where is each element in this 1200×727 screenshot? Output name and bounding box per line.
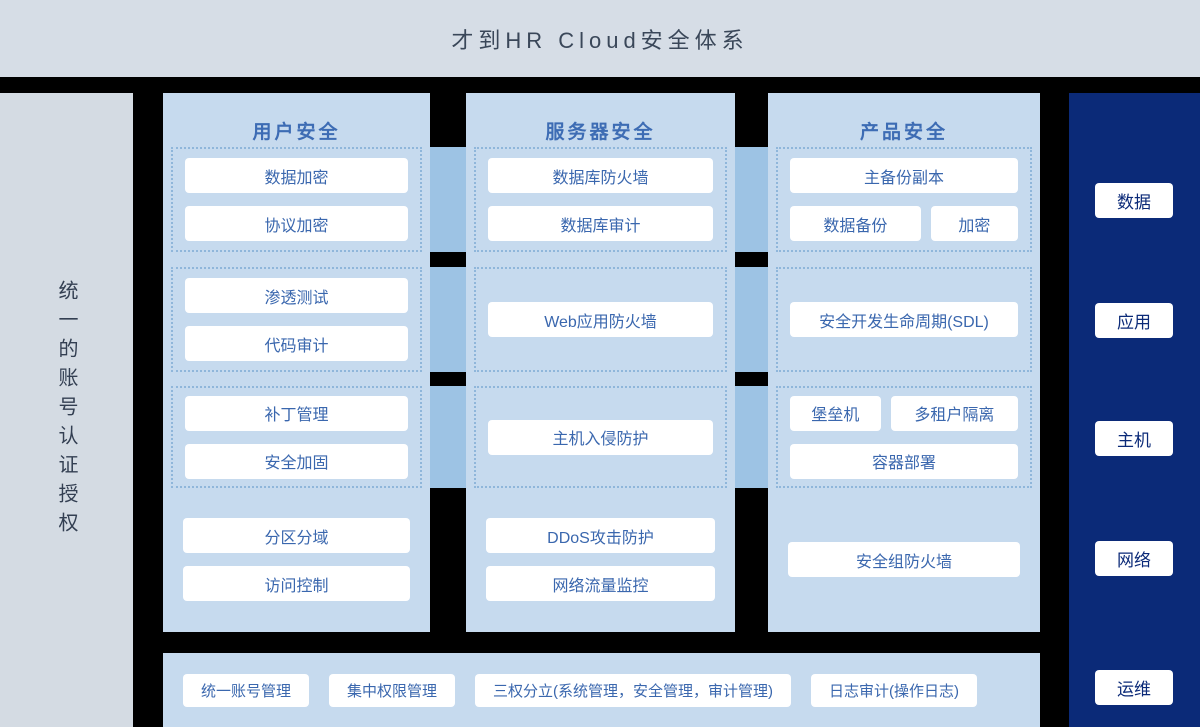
- governance-chip: 统一账号管理: [183, 673, 310, 707]
- item-chip: 数据备份: [790, 206, 921, 241]
- item-chip: 分区分域: [183, 518, 410, 553]
- item-row: 渗透测试: [185, 278, 408, 313]
- item-chip: Web应用防火墙: [488, 302, 713, 337]
- bottom-bar-governance: 统一账号管理集中权限管理三权分立(系统管理，安全管理，审计管理) 日志审计(操作日…: [163, 653, 1040, 727]
- item-row: DDoS攻击防护: [486, 518, 715, 553]
- connector-bar: [735, 386, 768, 488]
- item-row: 数据库审计: [488, 206, 713, 241]
- item-row: Web应用防火墙: [488, 302, 713, 337]
- connector-bar: [430, 386, 466, 488]
- item-row: 安全组防火墙: [788, 542, 1020, 577]
- page-title: 才到HR Cloud安全体系: [451, 27, 749, 53]
- item-chip: 渗透测试: [185, 278, 408, 313]
- item-group: 渗透测试代码审计: [171, 267, 422, 372]
- item-row: 访问控制: [183, 566, 410, 601]
- column-product-security: 产品安全 主备份副本数据备份加密安全开发生命周期(SDL)堡垒机多租户隔离容器部…: [768, 93, 1040, 632]
- layer-chip: 数据: [1095, 183, 1173, 218]
- item-row: 主备份副本: [790, 158, 1018, 193]
- item-chip: 主机入侵防护: [488, 419, 713, 455]
- item-row: 数据加密: [185, 158, 408, 193]
- header-bar: 才到HR Cloud安全体系: [0, 0, 1200, 77]
- item-chip: 访问控制: [183, 566, 410, 601]
- left-rail-label: 统一的账号认证授权: [55, 279, 77, 541]
- governance-chip: 集中权限管理: [329, 673, 456, 707]
- layer-chip: 网络: [1095, 541, 1173, 576]
- item-row: 容器部署: [790, 443, 1018, 479]
- item-row: 分区分域: [183, 518, 410, 553]
- item-group: 安全组防火墙: [776, 503, 1032, 632]
- item-chip: 堡垒机: [790, 395, 881, 431]
- item-row: 堡垒机多租户隔离: [790, 395, 1018, 431]
- item-chip: 协议加密: [185, 206, 408, 241]
- connector-bar: [430, 147, 466, 252]
- column-server-security: 服务器安全 数据库防火墙数据库审计 Web应用防火墙主机入侵防护 DDoS攻击防护网…: [466, 93, 735, 632]
- item-row: 安全开发生命周期(SDL): [790, 302, 1018, 337]
- column-user-security: 用户安全 数据加密协议加密渗透测试代码审计补丁管理安全加固分区分域访问控制: [163, 93, 430, 632]
- item-row: 补丁管理: [185, 395, 408, 431]
- column-header: 服务器安全: [545, 121, 656, 143]
- governance-chip: 日志审计(操作日志): [811, 673, 978, 707]
- item-group: DDoS攻击防护网络流量监控: [474, 503, 727, 632]
- item-chip: 主备份副本: [790, 158, 1018, 193]
- item-group: 数据库防火墙数据库审计: [474, 147, 727, 252]
- item-chip: 安全组防火墙: [788, 542, 1020, 577]
- item-row: 数据备份加密: [790, 206, 1018, 241]
- item-chip: 数据加密: [185, 158, 408, 193]
- item-row: 协议加密: [185, 206, 408, 241]
- column-header: 产品安全: [859, 121, 948, 143]
- item-chip: 多租户隔离: [890, 395, 1018, 431]
- item-group: 主机入侵防护: [474, 386, 727, 488]
- connector-bar: [735, 267, 768, 372]
- item-chip: 加密: [930, 206, 1018, 241]
- item-row: 代码审计: [185, 326, 408, 361]
- governance-chip: 三权分立(系统管理，安全管理，审计管理): [475, 673, 792, 707]
- item-row: 主机入侵防护: [488, 419, 713, 455]
- item-group: 数据加密协议加密: [171, 147, 422, 252]
- right-rail-layers: 数据应用主机网络运维: [1069, 93, 1200, 727]
- item-chip: 安全加固: [185, 443, 408, 479]
- left-rail-unified-auth: 统一的账号认证授权: [0, 93, 133, 727]
- item-group: 分区分域访问控制: [171, 503, 422, 632]
- item-row: 安全加固: [185, 443, 408, 479]
- item-group: 安全开发生命周期(SDL): [776, 267, 1032, 372]
- item-chip: 代码审计: [185, 326, 408, 361]
- item-chip: 数据库审计: [488, 206, 713, 241]
- connector-bar: [430, 267, 466, 372]
- item-group: 堡垒机多租户隔离容器部署: [776, 386, 1032, 488]
- layer-chip: 应用: [1095, 303, 1173, 338]
- item-group: 补丁管理安全加固: [171, 386, 422, 488]
- item-chip: 补丁管理: [185, 395, 408, 431]
- item-chip: 网络流量监控: [486, 566, 715, 601]
- layer-chip: 主机: [1095, 421, 1173, 456]
- item-chip: 容器部署: [790, 443, 1018, 479]
- item-chip: DDoS攻击防护: [486, 518, 715, 553]
- item-chip: 数据库防火墙: [488, 158, 713, 193]
- item-row: 网络流量监控: [486, 566, 715, 601]
- column-header: 用户安全: [252, 121, 341, 143]
- item-group: 主备份副本数据备份加密: [776, 147, 1032, 252]
- connector-bar: [735, 147, 768, 252]
- item-group: Web应用防火墙: [474, 267, 727, 372]
- layer-chip: 运维: [1095, 670, 1173, 705]
- item-row: 数据库防火墙: [488, 158, 713, 193]
- item-chip: 安全开发生命周期(SDL): [790, 302, 1018, 337]
